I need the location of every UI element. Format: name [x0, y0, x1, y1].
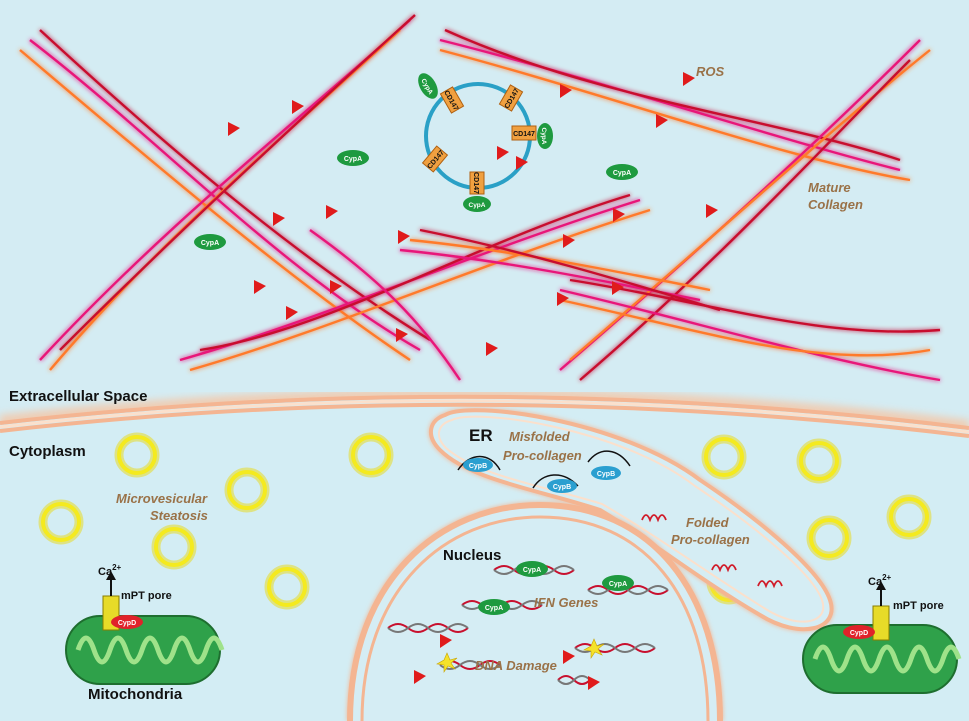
svg-text:CypA: CypA: [344, 156, 362, 163]
cypa-nuclear: CypA: [516, 561, 548, 577]
cypb-molecule: CypB: [547, 479, 577, 493]
svg-text:CD147: CD147: [472, 172, 479, 194]
steatosis-label: Microvesicular Steatosis: [116, 491, 208, 523]
cypa-bound: CypA: [463, 196, 491, 212]
cypb-molecule: CypB: [463, 458, 493, 472]
dna-damage-label: DNA Damage: [475, 658, 557, 673]
calcium-label-right: Ca2+: [868, 573, 892, 588]
svg-text:CD147: CD147: [513, 131, 535, 138]
cd147-vesicle: CD147 CD147 CD147 CD147 CD147 CypA CypA: [418, 73, 553, 212]
extracellular-label: Extracellular Space: [9, 388, 147, 405]
folded-procollagen: [641, 514, 783, 589]
cypa-nuclear: CypA: [602, 575, 634, 591]
cypb-molecule: CypB: [591, 466, 621, 480]
svg-text:CypA: CypA: [523, 567, 541, 574]
svg-text:CypA: CypA: [613, 170, 631, 177]
cypa-free: CypA: [194, 234, 226, 250]
dna-damage-sparks: [436, 638, 605, 673]
er-label: ER: [469, 426, 493, 445]
mitochondrion-left: CypD: [65, 571, 225, 685]
folded-label: Folded Pro-collagen: [671, 515, 750, 547]
svg-text:CypB: CypB: [553, 484, 571, 491]
dna-strands: [387, 565, 669, 685]
cypa-nuclear: CypA: [478, 599, 510, 615]
cypa-free: CypA: [337, 150, 369, 166]
svg-text:CypD: CypD: [850, 630, 868, 637]
steatosis-line1: Microvesicular: [116, 491, 208, 506]
misfolded-label: Misfolded Pro-collagen: [503, 429, 582, 463]
folded-line2: Pro-collagen: [671, 532, 750, 547]
mature-collagen-line1: Mature: [808, 180, 851, 195]
svg-text:CypB: CypB: [597, 471, 615, 478]
steatosis-line2: Steatosis: [150, 508, 208, 523]
misfolded-line1: Misfolded: [509, 429, 571, 444]
cypa-bound: CypA: [418, 73, 438, 99]
svg-text:CypA: CypA: [485, 605, 503, 612]
ros-label: ROS: [696, 64, 725, 79]
ifn-genes-label: IFN Genes: [534, 595, 598, 610]
mpt-pore-label-right: mPT pore: [893, 600, 944, 612]
svg-text:CypA: CypA: [609, 581, 627, 588]
collagen-fibers: [19, 14, 941, 382]
misfolded-line2: Pro-collagen: [503, 448, 582, 463]
calcium-label-left: Ca2+: [98, 563, 122, 578]
svg-text:CypB: CypB: [469, 463, 487, 470]
cd147-receptor: CD147: [439, 86, 465, 114]
svg-text:CypA: CypA: [201, 240, 219, 247]
ros-particles: [228, 72, 718, 356]
svg-text:CypD: CypD: [118, 620, 136, 627]
mature-collagen-label: Mature Collagen: [808, 180, 863, 212]
cypa-free: CypA: [606, 164, 638, 180]
mpt-pore-label-left: mPT pore: [121, 590, 172, 602]
mitochondrion-right: CypD: [802, 581, 962, 694]
cd147-receptor: CD147: [511, 125, 537, 141]
ros-nuclear: [414, 634, 600, 690]
cypa-bound: CypA: [537, 123, 553, 149]
svg-text:CypA: CypA: [540, 128, 547, 145]
mitochondria-label: Mitochondria: [88, 686, 183, 703]
mature-collagen-line2: Collagen: [808, 197, 863, 212]
nucleus-label: Nucleus: [443, 547, 501, 564]
folded-line1: Folded: [686, 515, 730, 530]
svg-text:CypA: CypA: [469, 202, 486, 209]
cytoplasm-label: Cytoplasm: [9, 443, 86, 460]
cd147-receptor: CD147: [469, 171, 485, 195]
